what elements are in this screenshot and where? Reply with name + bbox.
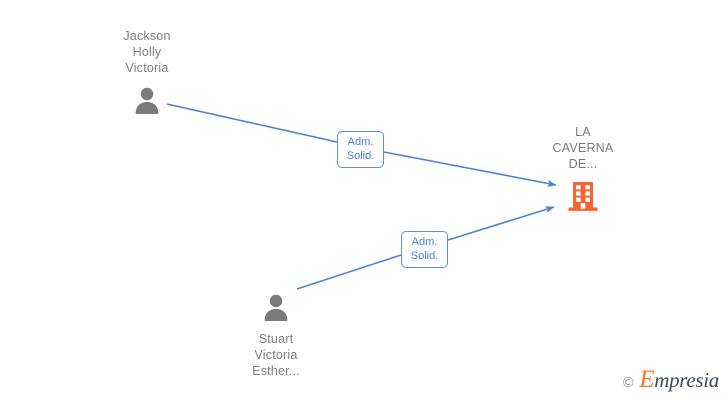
- person-icon: [201, 287, 351, 327]
- brand-wordmark: Empresia: [639, 366, 719, 394]
- node-person-stuart-victoria-esther[interactable]: Stuart Victoria Esther...: [201, 283, 351, 379]
- edge-person2-to-company: [296, 206, 555, 290]
- edge-segment-left: [166, 103, 338, 143]
- edge-label-adm-solid-1[interactable]: Adm. Solid.: [337, 131, 384, 168]
- node-label-person-1: Jackson Holly Victoria: [123, 29, 171, 75]
- edge-label-adm-solid-2[interactable]: Adm. Solid.: [401, 231, 448, 268]
- node-person-jackson-holly-victoria[interactable]: Jackson Holly Victoria: [72, 28, 222, 120]
- node-label-person-2: Stuart Victoria Esther...: [252, 332, 300, 378]
- brand-initial: E: [639, 366, 655, 393]
- brand-rest: mpresia: [654, 368, 719, 392]
- watermark-empresia: © Empresia: [621, 366, 719, 394]
- edge-segment-right: [447, 206, 555, 241]
- node-company-la-caverna-de[interactable]: LA CAVERNA DE...: [508, 124, 658, 216]
- building-icon: [508, 176, 658, 216]
- person-icon: [72, 80, 222, 120]
- edge-person1-to-company: [166, 103, 557, 187]
- edge-segment-left: [296, 254, 402, 290]
- copyright-icon: ©: [621, 375, 636, 391]
- node-label-company: LA CAVERNA DE...: [552, 125, 614, 171]
- edge-segment-right: [383, 151, 557, 187]
